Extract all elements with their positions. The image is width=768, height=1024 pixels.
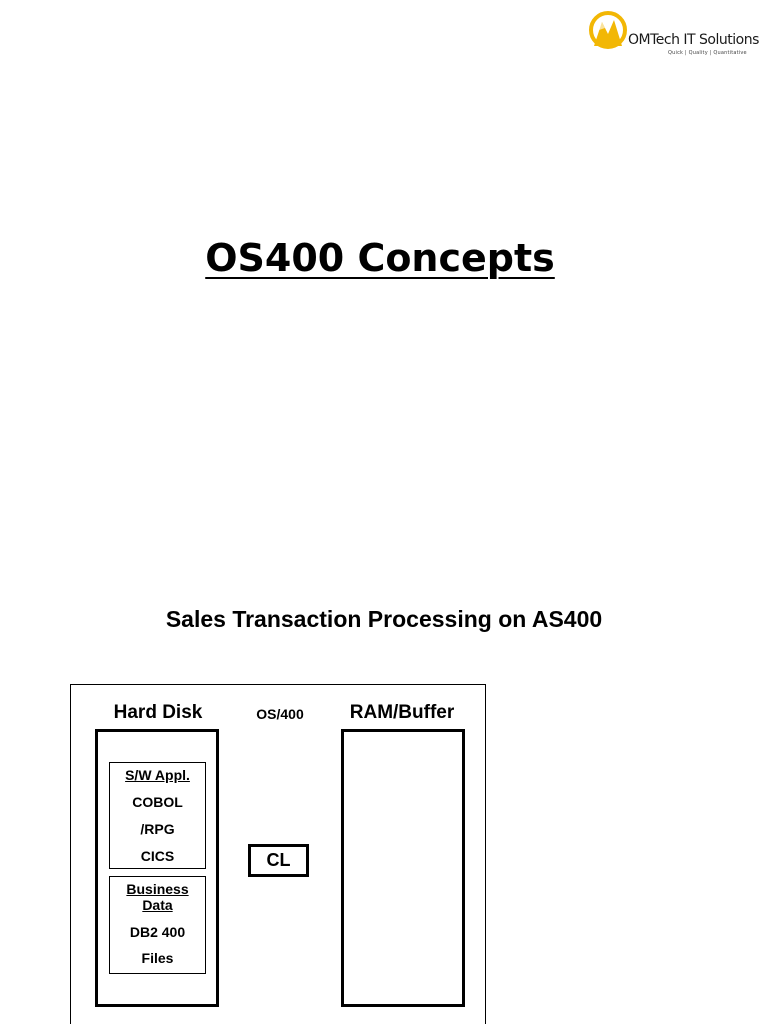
logo-name: OMTech IT Solutions [628, 32, 759, 48]
os400-label: OS/400 [256, 706, 304, 722]
ram-buffer-label: RAM/Buffer [349, 702, 455, 723]
page-title: OS400 Concepts [205, 236, 555, 280]
biz-item-db2: DB2 400 [129, 924, 186, 940]
section-heading: Sales Transaction Processing on AS400 [165, 606, 603, 632]
as400-diagram: Hard Disk OS/400 RAM/Buffer S/W Appl. CO… [70, 684, 486, 1024]
biz-item-files: Files [141, 950, 174, 966]
software-applications-box: S/W Appl. COBOL /RPG CICS [109, 762, 206, 869]
sw-item-cobol: COBOL [132, 794, 183, 810]
biz-heading-line2: Data [142, 897, 173, 913]
sw-heading: S/W Appl. [125, 767, 190, 783]
cl-box: CL [248, 844, 309, 877]
sw-item-cics: CICS [140, 848, 175, 864]
company-logo: OMTech IT Solutions Quick | Quality | Qu… [588, 10, 760, 58]
logo-tagline: Quick | Quality | Quantitative [668, 50, 747, 56]
sw-item-rpg: /RPG [140, 821, 175, 837]
business-data-box: Business Data DB2 400 Files [109, 876, 206, 974]
hard-disk-label: Hard Disk [113, 702, 203, 723]
logo-mountain-icon [589, 11, 627, 49]
hard-disk-box: S/W Appl. COBOL /RPG CICS Business Data … [95, 729, 219, 1007]
biz-heading-line1: Business [126, 881, 189, 897]
ram-buffer-box [341, 729, 465, 1007]
